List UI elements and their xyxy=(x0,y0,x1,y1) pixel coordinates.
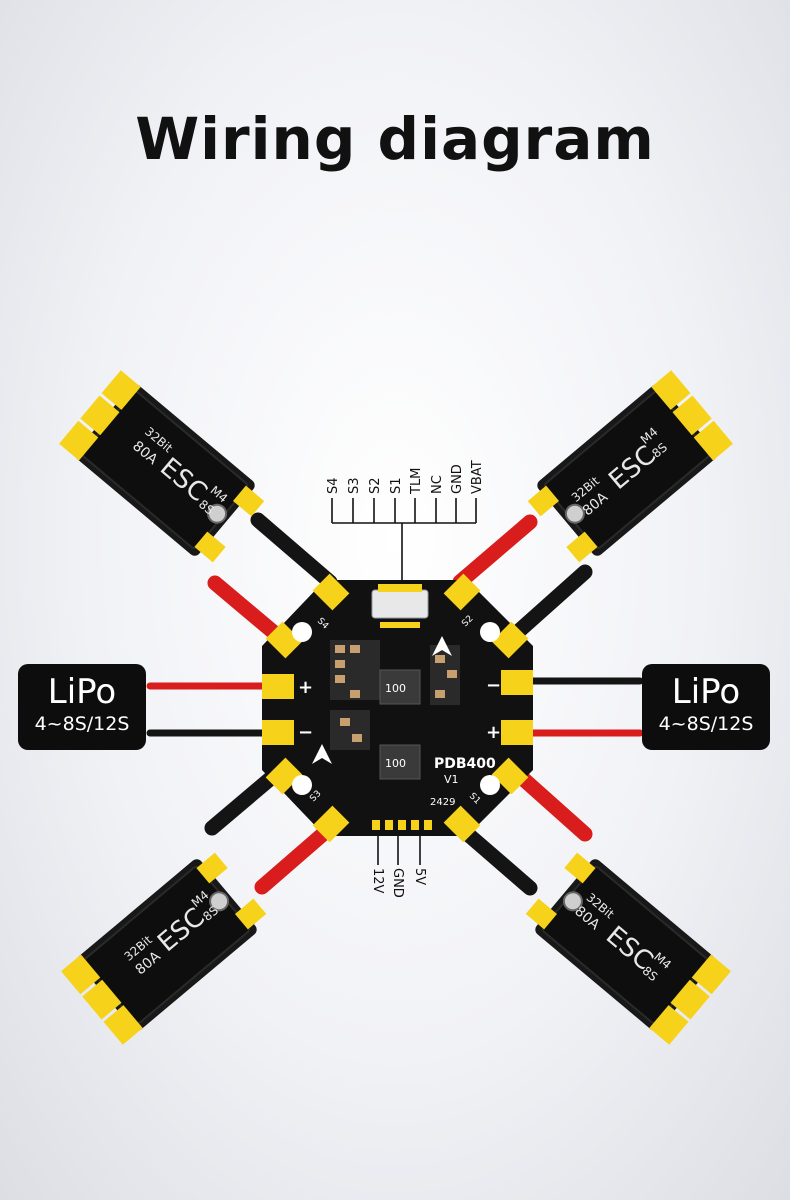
pin-label-s4: S4 xyxy=(326,477,341,494)
pin-label-vbat: VBAT xyxy=(470,460,485,494)
esc-top-right: 32Bit 80A ESC M4 8S xyxy=(521,369,734,570)
inductor-label-2: 100 xyxy=(385,757,406,770)
board-name: PDB400 xyxy=(434,756,496,772)
esc-wires xyxy=(204,512,593,896)
signal-pin-labels: S4 S3 S2 S1 TLM NC GND VBAT xyxy=(326,460,485,495)
pin-label-s3: S3 xyxy=(347,477,362,494)
pin-label-gnd: GND xyxy=(450,464,465,494)
pin-label-5v: 5V xyxy=(412,868,427,885)
esc-top-left: 32Bit 80A ESC M4 8S xyxy=(58,369,271,570)
board-plus-right: + xyxy=(486,722,501,743)
esc-bottom-left: 32Bit 80A ESC M4 8S xyxy=(60,845,273,1046)
pin-label-s1: S1 xyxy=(389,477,404,494)
pin-label-12v: 12V xyxy=(370,868,385,894)
pin-label-gnd-bottom: GND xyxy=(390,868,405,898)
lipo-left-label: LiPo xyxy=(47,672,117,712)
pin-label-nc: NC xyxy=(430,475,445,494)
pdb-board: 100 100 PDB400 V1 2429 + − − + S4 S2 S3 … xyxy=(262,573,533,843)
lipo-right-cells: 4~8S/12S xyxy=(658,713,754,735)
battery-wires xyxy=(146,677,644,737)
page-title: Wiring diagram xyxy=(135,105,655,173)
board-date-code: 2429 xyxy=(430,797,455,808)
lipo-battery-left: LiPo 4~8S/12S xyxy=(18,664,146,750)
power-pin-labels: 12V GND 5V xyxy=(370,868,427,898)
board-minus-right: − xyxy=(486,675,501,696)
pin-label-s2: S2 xyxy=(368,477,383,494)
lipo-battery-right: LiPo 4~8S/12S xyxy=(642,664,770,750)
board-plus-left: + xyxy=(298,677,313,698)
esc-bottom-right: 32Bit 80A ESC M4 8S xyxy=(519,845,732,1046)
board-version: V1 xyxy=(444,773,459,786)
lipo-right-label: LiPo xyxy=(671,672,741,712)
pin-label-tlm: TLM xyxy=(409,468,424,495)
board-minus-left: − xyxy=(298,722,313,743)
lipo-left-cells: 4~8S/12S xyxy=(34,713,130,735)
inductor-label-1: 100 xyxy=(385,682,406,695)
